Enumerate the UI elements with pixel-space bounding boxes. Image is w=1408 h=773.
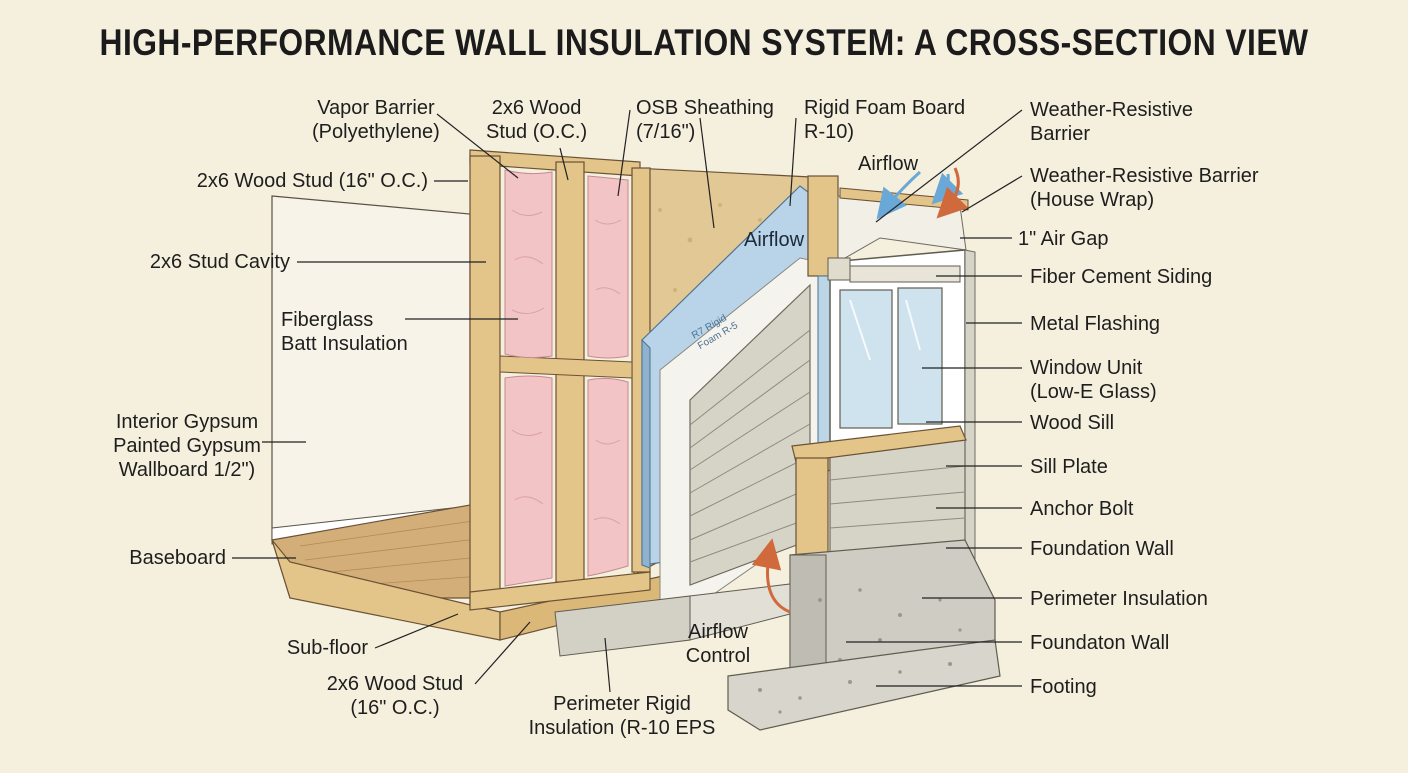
leader-subfloor — [374, 613, 459, 649]
label-rigid-foam-board: Rigid Foam Board R-10) — [804, 97, 966, 143]
interior-gypsum-wall — [271, 195, 471, 545]
siding-left — [689, 283, 811, 586]
label-wood-stud-16-bottom: 2x6 Wood Stud (16" O.C.) — [326, 673, 464, 719]
leader-stud-bottom — [474, 621, 531, 685]
label-foundaton-wall: Foundaton Wall — [1030, 632, 1170, 654]
footing — [727, 639, 1001, 731]
label-wood-stud-oc: 2x6 Wood Stud (O.C.) — [486, 97, 588, 143]
leader-weather-barrier — [875, 109, 1023, 223]
leader-perimeter-rigid — [604, 637, 611, 693]
label-metal-flashing: Metal Flashing — [1030, 313, 1161, 335]
corner-post — [807, 175, 839, 447]
label-airflow-control: Airflow Control — [685, 621, 751, 667]
label-wood-sill: Wood Sill — [1030, 412, 1115, 434]
label-sill-plate: Sill Plate — [1030, 456, 1108, 478]
fiberglass-batts — [504, 169, 629, 587]
label-foundation-wall: Foundation Wall — [1030, 538, 1174, 560]
leader-osb — [617, 109, 631, 197]
label-weather-resistive-barrier: Weather-Resistive Barrier — [1030, 99, 1194, 145]
label-wood-stud-16-left: 2x6 Wood Stud (16" O.C.) — [196, 170, 428, 192]
perimeter-rigid-insulation-block — [554, 583, 791, 657]
label-airflow-top: Airflow — [858, 153, 919, 175]
label-stud-cavity: 2x6 Stud Cavity — [149, 251, 290, 273]
leader-lines — [232, 109, 1023, 693]
label-house-wrap: Weather-Resistive Barrier (House Wrap) — [1030, 165, 1259, 211]
label-subfloor: Sub-floor — [286, 637, 368, 659]
label-vapor-barrier: Vapor Barrier (Polyethylene) — [312, 97, 440, 143]
label-baseboard: Baseboard — [129, 547, 226, 569]
diagram-title: HIGH-PERFORMANCE WALL INSULATION SYSTEM:… — [99, 22, 1309, 63]
airflow-arrows — [751, 167, 969, 614]
label-perimeter-insulation: Perimeter Insulation — [1030, 588, 1208, 610]
leader-rigid-foam — [789, 117, 797, 207]
leader-wood-stud-oc — [559, 147, 569, 181]
window-unit — [827, 249, 966, 453]
label-fiberglass-batt: Fiberglass Batt Insulation — [281, 309, 408, 355]
label-perimeter-rigid-insulation: Perimeter Rigid Insulation (R-10 EPS — [528, 693, 716, 739]
label-footing: Footing — [1030, 676, 1097, 698]
label-interior-gypsum: Interior Gypsum Painted Gypsum Wallboard… — [113, 411, 261, 481]
label-window-unit: Window Unit (Low-E Glass) — [1030, 357, 1157, 403]
label-fiber-cement-siding: Fiber Cement Siding — [1030, 266, 1213, 288]
leader-osb-panel — [699, 117, 715, 229]
label-airflow-inner: Airflow — [744, 229, 805, 251]
leader-house-wrap — [961, 175, 1023, 213]
leader-vapor-barrier — [436, 113, 519, 179]
label-air-gap: 1" Air Gap — [1018, 228, 1109, 250]
label-anchor-bolt: Anchor Bolt — [1030, 498, 1134, 520]
label-osb-sheathing: OSB Sheathing (7/16") — [636, 97, 774, 143]
